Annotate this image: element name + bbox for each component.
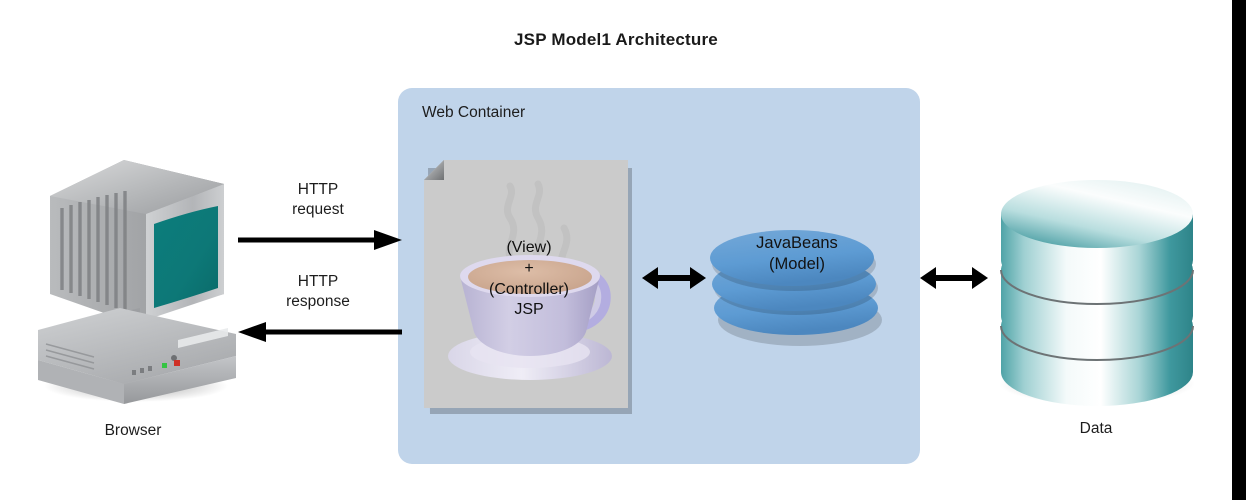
javabeans-data-arrow-icon	[920, 267, 988, 289]
javabeans-node	[704, 196, 890, 354]
browser-label: Browser	[104, 422, 162, 439]
browser-node	[28, 148, 238, 408]
http-request-line2: request	[292, 200, 344, 218]
database-cylinder-icon	[999, 180, 1195, 406]
http-response-line2: response	[286, 292, 350, 310]
page-title: JSP Model1 Architecture	[514, 30, 718, 49]
web-container-label: Web Container	[422, 104, 526, 121]
right-edge-band	[1232, 0, 1246, 500]
http-response-line1: HTTP	[297, 273, 339, 290]
jsp-javabeans-arrow-icon	[642, 267, 706, 289]
http-request-arrow-icon	[238, 230, 402, 250]
http-response-label: HTTP response	[238, 272, 398, 312]
http-request-line1: HTTP	[297, 181, 339, 198]
http-response-arrow-icon	[238, 322, 402, 342]
jsp-document-coffee-icon	[424, 160, 632, 414]
stacked-disk-icon	[710, 230, 882, 346]
data-label: Data	[1079, 420, 1113, 437]
data-node	[985, 158, 1207, 416]
http-request-label: HTTP request	[238, 180, 398, 220]
crt-computer-icon	[38, 160, 236, 404]
jsp-node	[418, 156, 640, 418]
